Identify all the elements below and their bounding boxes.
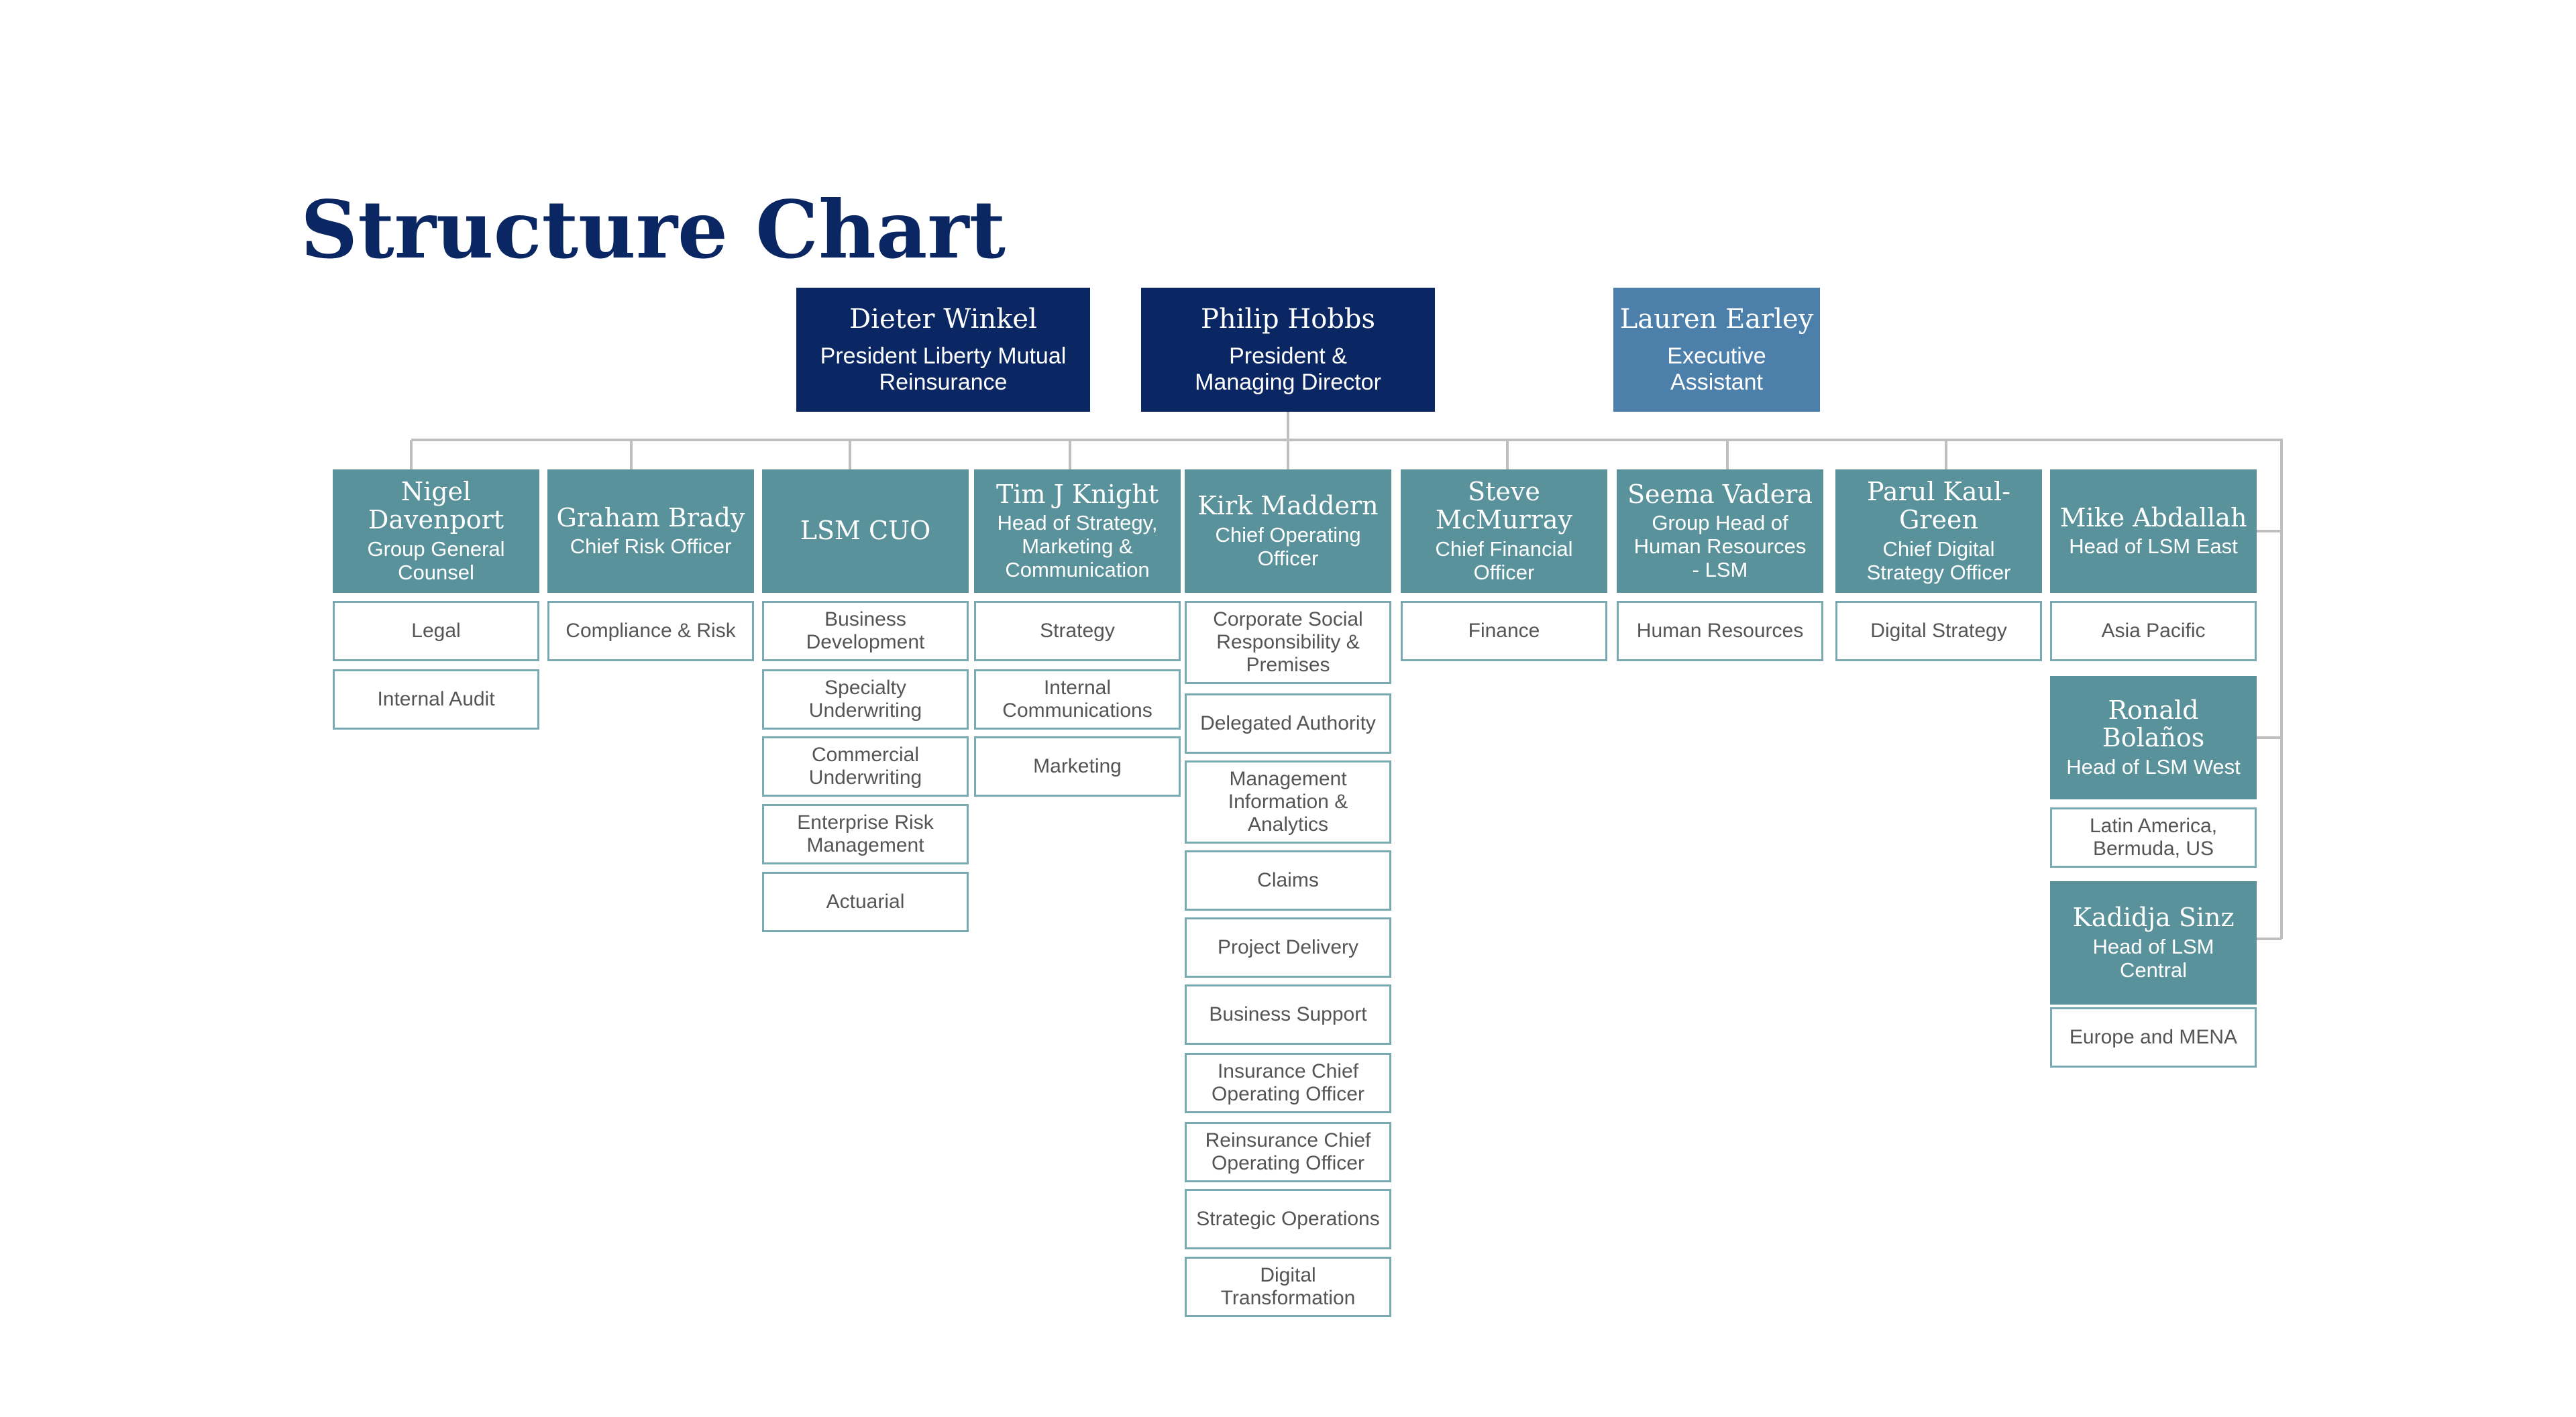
- top-box-dieter-winkel: Dieter Winkel President Liberty Mutual R…: [796, 288, 1090, 412]
- person-name: Kadidja Sinz: [2072, 903, 2235, 933]
- dept-reinsurance-coo: Reinsurance Chief Operating Officer: [1185, 1122, 1391, 1182]
- dept-marketing: Marketing: [974, 736, 1181, 797]
- dept-insurance-coo: Insurance Chief Operating Officer: [1185, 1053, 1391, 1113]
- person-name: Philip Hobbs: [1200, 304, 1376, 335]
- person-name: LSM CUO: [800, 516, 931, 546]
- person-name: Parul Kaul-Green: [1867, 477, 2010, 534]
- dept-finance: Finance: [1401, 601, 1607, 661]
- dept-business-development: Business Development: [762, 601, 969, 661]
- person-name: Steve McMurray: [1435, 477, 1573, 534]
- head-box-steve-mcmurray: Steve McMurray Chief Financial Officer: [1401, 469, 1607, 593]
- dept-management-information-analytics: Management Information & Analytics: [1185, 760, 1391, 844]
- person-role: Executive Assistant: [1667, 343, 1766, 395]
- person-name: Kirk Maddern: [1197, 491, 1379, 521]
- dept-specialty-underwriting: Specialty Underwriting: [762, 669, 969, 730]
- dept-delegated-authority: Delegated Authority: [1185, 693, 1391, 754]
- dept-digital-transformation: Digital Transformation: [1185, 1257, 1391, 1317]
- dept-asia-pacific: Asia Pacific: [2050, 601, 2257, 661]
- person-role: Chief Financial Officer: [1435, 536, 1573, 584]
- dept-commercial-underwriting: Commercial Underwriting: [762, 736, 969, 797]
- person-role: Group Head of Human Resources - LSM: [1633, 511, 1807, 582]
- connector-horizontal: [411, 439, 2283, 939]
- head-box-ronald-bolanos: Ronald Bolaños Head of LSM West: [2050, 676, 2257, 799]
- dept-claims: Claims: [1185, 850, 1391, 911]
- head-box-kirk-maddern: Kirk Maddern Chief Operating Officer: [1185, 469, 1391, 593]
- dept-business-support: Business Support: [1185, 984, 1391, 1045]
- person-name: Mike Abdallah: [2059, 502, 2247, 532]
- dept-internal-audit: Internal Audit: [333, 669, 539, 730]
- person-name: Seema Vadera: [1627, 479, 1813, 509]
- dept-enterprise-risk-management: Enterprise Risk Management: [762, 804, 969, 864]
- person-name: Lauren Earley: [1619, 304, 1814, 335]
- dept-latin-america-bermuda-us: Latin America, Bermuda, US: [2050, 807, 2257, 868]
- dept-legal: Legal: [333, 601, 539, 661]
- head-box-tim-j-knight: Tim J Knight Head of Strategy, Marketing…: [974, 469, 1181, 593]
- person-role: Group General Counsel: [367, 536, 505, 584]
- dept-digital-strategy: Digital Strategy: [1835, 601, 2042, 661]
- dept-strategic-operations: Strategic Operations: [1185, 1189, 1391, 1249]
- top-box-lauren-earley: Lauren Earley Executive Assistant: [1613, 288, 1820, 412]
- person-role: Chief Operating Officer: [1215, 522, 1361, 570]
- person-name: Nigel Davenport: [368, 477, 504, 534]
- dept-internal-communications: Internal Communications: [974, 669, 1181, 730]
- head-box-seema-vadera: Seema Vadera Group Head of Human Resourc…: [1617, 469, 1823, 593]
- dept-human-resources: Human Resources: [1617, 601, 1823, 661]
- head-box-mike-abdallah: Mike Abdallah Head of LSM East: [2050, 469, 2257, 593]
- person-role: President Liberty Mutual Reinsurance: [820, 343, 1067, 395]
- person-name: Ronald Bolaños: [2102, 695, 2205, 753]
- dept-europe-mena: Europe and MENA: [2050, 1007, 2257, 1068]
- person-name: Dieter Winkel: [849, 304, 1037, 335]
- page-title: Structure Chart: [301, 183, 1006, 276]
- person-role: Head of LSM East: [2069, 534, 2238, 559]
- person-role: Head of LSM Central: [2092, 934, 2214, 982]
- head-box-kadidja-sinz: Kadidja Sinz Head of LSM Central: [2050, 881, 2257, 1005]
- head-box-lsm-cuo: LSM CUO: [762, 469, 969, 593]
- dept-compliance-risk: Compliance & Risk: [547, 601, 754, 661]
- dept-strategy: Strategy: [974, 601, 1181, 661]
- dept-csr-premises: Corporate Social Responsibility & Premis…: [1185, 601, 1391, 684]
- dept-actuarial: Actuarial: [762, 872, 969, 932]
- top-box-philip-hobbs: Philip Hobbs President & Managing Direct…: [1141, 288, 1435, 412]
- head-box-parul-kaul-green: Parul Kaul-Green Chief Digital Strategy …: [1835, 469, 2042, 593]
- person-role: Head of LSM West: [2066, 755, 2241, 779]
- person-role: Chief Digital Strategy Officer: [1866, 536, 2011, 584]
- dept-project-delivery: Project Delivery: [1185, 917, 1391, 978]
- person-role: Chief Risk Officer: [570, 534, 732, 559]
- person-name: Graham Brady: [556, 502, 745, 532]
- person-role: President & Managing Director: [1195, 343, 1381, 395]
- person-role: Head of Strategy, Marketing & Communicat…: [997, 511, 1158, 582]
- head-box-graham-brady: Graham Brady Chief Risk Officer: [547, 469, 754, 593]
- person-name: Tim J Knight: [996, 479, 1159, 509]
- head-box-nigel-davenport: Nigel Davenport Group General Counsel: [333, 469, 539, 593]
